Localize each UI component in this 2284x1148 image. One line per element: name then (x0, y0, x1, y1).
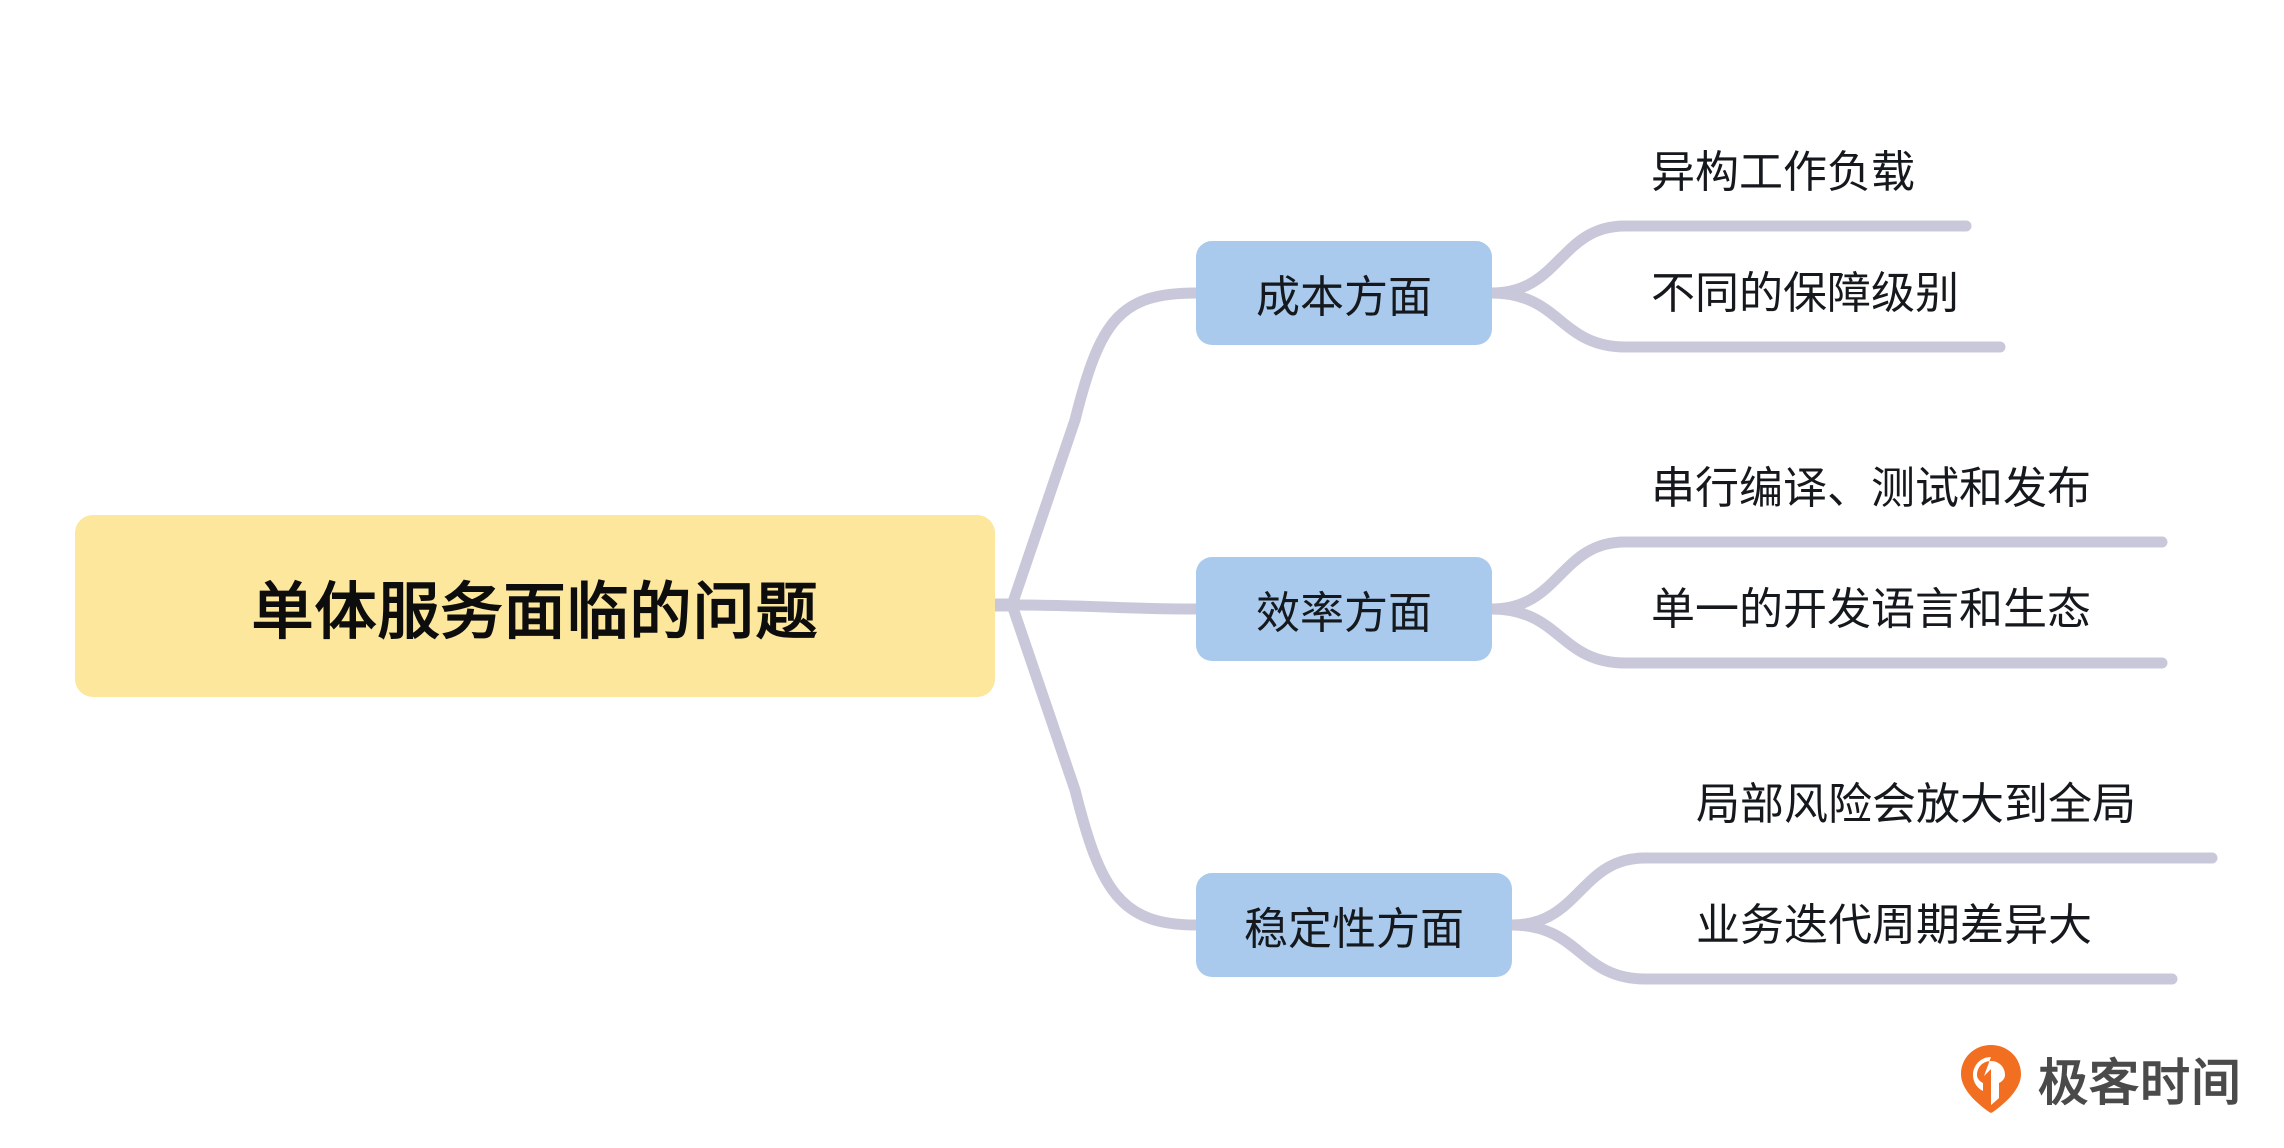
branch-node-stability[interactable]: 稳定性方面 (1196, 873, 1512, 977)
leaf-node-serial-build-test-release[interactable]: 串行编译、测试和发布 (1651, 464, 2091, 513)
leaf-node-guarantee-levels[interactable]: 不同的保障级别 (1651, 269, 1959, 318)
branch-node-label: 稳定性方面 (1244, 905, 1464, 954)
branch-node-efficiency[interactable]: 效率方面 (1196, 557, 1492, 661)
geektime-pin-icon (1961, 1045, 2021, 1113)
connector-root-to-branch-1 (1006, 599, 1202, 615)
leaf-node-local-risk-amplified[interactable]: 局部风险会放大到全局 (1696, 780, 2136, 829)
leaf-node-heterogeneous-workload[interactable]: 异构工作负载 (1651, 148, 1915, 197)
geektime-logo-text: 极客时间 (2038, 1055, 2242, 1111)
root-node-label: 单体服务面临的问题 (251, 578, 819, 647)
branch-node-cost[interactable]: 成本方面 (1196, 241, 1492, 345)
connector-root-to-branch-2 (1006, 599, 1202, 931)
geektime-logo: 极客时间 (1958, 1043, 2242, 1115)
branch-node-label: 效率方面 (1256, 589, 1432, 638)
leaf-node-single-language-ecosystem[interactable]: 单一的开发语言和生态 (1651, 585, 2091, 634)
leaf-node-iteration-cycle-variance[interactable]: 业务迭代周期差异大 (1696, 901, 2092, 950)
connector-root-to-branch-0 (1006, 287, 1202, 611)
branch-node-label: 成本方面 (1256, 273, 1432, 322)
root-node[interactable]: 单体服务面临的问题 (75, 515, 995, 697)
